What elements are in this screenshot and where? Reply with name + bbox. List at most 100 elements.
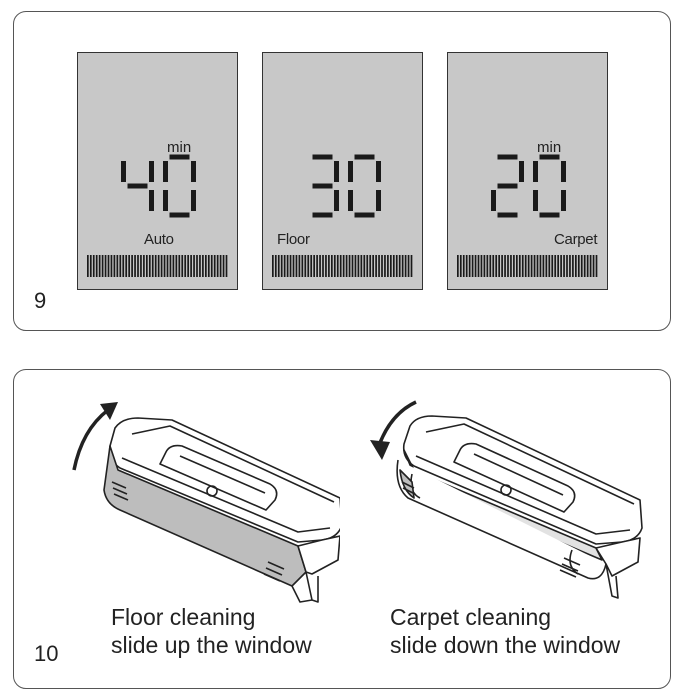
progress-tick xyxy=(530,255,533,277)
progress-tick xyxy=(328,255,330,277)
progress-tick xyxy=(178,255,181,277)
progress-tick xyxy=(498,255,500,277)
progress-tick xyxy=(125,255,128,277)
progress-tick xyxy=(533,255,536,277)
progress-tick xyxy=(504,255,506,277)
progress-tick xyxy=(575,255,577,277)
lcd-progress-bars xyxy=(457,255,598,277)
progress-tick xyxy=(524,255,527,277)
progress-tick xyxy=(366,255,369,277)
lcd-digits xyxy=(491,154,566,218)
progress-tick xyxy=(507,255,509,277)
progress-tick xyxy=(313,255,315,277)
progress-tick xyxy=(289,255,292,277)
progress-tick xyxy=(583,255,586,277)
lcd-display-auto: min Auto xyxy=(77,52,238,290)
progress-tick xyxy=(577,255,580,277)
progress-tick xyxy=(521,255,524,277)
caption-line: slide down the window xyxy=(390,632,621,658)
progress-tick xyxy=(518,255,521,277)
progress-tick xyxy=(480,255,483,277)
progress-tick xyxy=(477,255,480,277)
progress-tick xyxy=(280,255,283,277)
progress-tick xyxy=(122,255,125,277)
progress-tick xyxy=(378,255,380,277)
lcd-progress-bars xyxy=(272,255,413,277)
lcd-mode-label: Floor xyxy=(277,231,310,248)
progress-tick xyxy=(471,255,474,277)
progress-tick xyxy=(316,255,318,277)
progress-tick xyxy=(351,255,354,277)
progress-tick xyxy=(398,255,401,277)
lcd-mode-label: Auto xyxy=(144,231,174,248)
progress-tick xyxy=(539,255,542,277)
progress-tick xyxy=(492,255,495,277)
progress-tick xyxy=(128,255,130,277)
progress-tick xyxy=(213,255,216,277)
progress-tick xyxy=(140,255,142,277)
progress-tick xyxy=(372,255,374,277)
progress-tick xyxy=(292,255,295,277)
progress-tick xyxy=(160,255,163,277)
progress-tick xyxy=(207,255,210,277)
progress-tick xyxy=(516,255,518,277)
progress-tick xyxy=(551,255,554,277)
progress-tick xyxy=(307,255,310,277)
progress-tick xyxy=(298,255,301,277)
progress-tick xyxy=(301,255,304,277)
progress-tick xyxy=(557,255,559,277)
progress-tick xyxy=(134,255,136,277)
progress-tick xyxy=(395,255,398,277)
progress-tick xyxy=(325,255,327,277)
progress-tick xyxy=(387,255,389,277)
progress-tick xyxy=(545,255,548,277)
progress-tick xyxy=(459,255,462,277)
progress-tick xyxy=(592,255,595,277)
progress-tick xyxy=(277,255,280,277)
progress-tick xyxy=(190,255,192,277)
progress-tick xyxy=(319,255,321,277)
progress-tick xyxy=(384,255,386,277)
progress-tick xyxy=(157,255,160,277)
progress-tick xyxy=(369,255,372,277)
progress-tick xyxy=(336,255,339,277)
progress-tick xyxy=(407,255,410,277)
lcd-digits xyxy=(312,154,381,218)
progress-tick xyxy=(193,255,195,277)
lcd-mode-label: Carpet xyxy=(554,231,598,248)
progress-tick xyxy=(219,255,222,277)
progress-tick xyxy=(286,255,289,277)
progress-tick xyxy=(392,255,395,277)
progress-tick xyxy=(501,255,503,277)
progress-tick xyxy=(566,255,568,277)
figure-number: 9 xyxy=(34,288,47,313)
progress-tick xyxy=(89,255,92,277)
floor-cleaning-caption: Floor cleaning slide up the window xyxy=(111,603,312,659)
lcd-display-floor: Floor xyxy=(262,52,423,290)
progress-tick xyxy=(104,255,107,277)
progress-tick xyxy=(339,255,342,277)
progress-tick xyxy=(304,255,307,277)
progress-tick xyxy=(560,255,562,277)
progress-tick xyxy=(274,255,277,277)
progress-tick xyxy=(225,255,228,277)
progress-tick xyxy=(569,255,571,277)
progress-tick xyxy=(495,255,498,277)
progress-tick xyxy=(295,255,298,277)
lcd-display-carpet: min Carpet xyxy=(447,52,608,290)
progress-tick xyxy=(175,255,178,277)
progress-tick xyxy=(148,255,151,277)
lcd-unit-label: min xyxy=(537,139,562,156)
progress-tick xyxy=(146,255,148,277)
progress-tick xyxy=(143,255,145,277)
lcd-digits xyxy=(121,154,196,218)
progress-tick xyxy=(272,255,274,277)
progress-tick xyxy=(381,255,383,277)
progress-tick xyxy=(216,255,219,277)
progress-tick xyxy=(137,255,139,277)
progress-tick xyxy=(457,255,459,277)
progress-tick xyxy=(410,255,413,277)
progress-tick xyxy=(468,255,471,277)
progress-tick xyxy=(151,255,154,277)
figure-number: 10 xyxy=(34,641,59,666)
